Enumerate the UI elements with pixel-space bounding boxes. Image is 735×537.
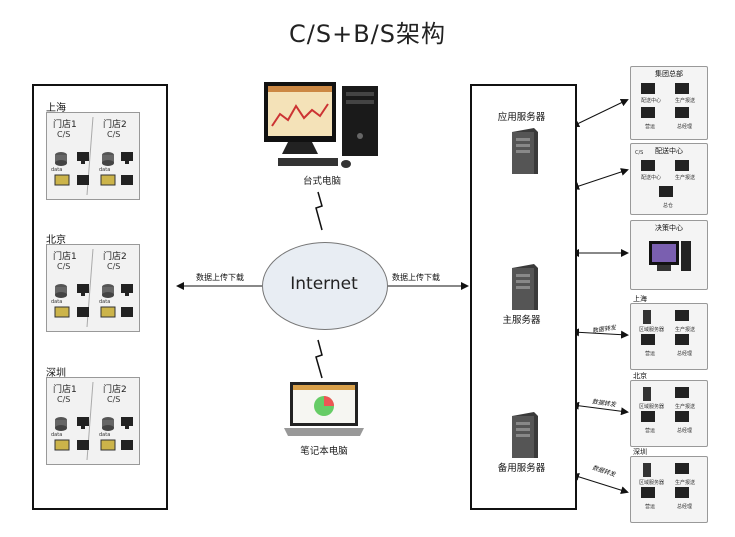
- decision-box: 决策中心: [630, 220, 708, 290]
- region-item: 营运: [645, 428, 656, 434]
- region-item: 区域服务器: [639, 404, 665, 410]
- hq-arrow: [571, 98, 629, 128]
- internet-label: Internet: [290, 274, 358, 294]
- region-item: 营运: [645, 351, 656, 357]
- shanghai-region-devices-icon: [641, 310, 689, 345]
- distribution-item: 配送中心: [641, 175, 662, 181]
- store-group-beijing: 门店1 C/S 门店2 C/S data data: [46, 244, 140, 332]
- data-tag: data: [51, 167, 63, 173]
- store-cs: C/S: [57, 395, 71, 404]
- store-label: 门店2: [103, 385, 127, 395]
- store-cs: C/S: [107, 262, 121, 271]
- city-label-shenzhen: 深圳: [46, 368, 66, 379]
- desktop-computer-icon: [264, 82, 378, 168]
- distribution-title: 配送中心: [655, 147, 683, 155]
- transfer-left-label: 数据上传下载: [196, 273, 244, 282]
- store-devices-icon: [54, 152, 133, 186]
- hq-box: 集团总部 配送中心 生产报送 营运 总经理: [630, 66, 708, 140]
- data-tag: data: [99, 299, 111, 305]
- data-tag: data: [99, 167, 111, 173]
- store-label: 门店2: [103, 252, 127, 262]
- store-devices-icon: [54, 284, 133, 318]
- region-item: 生产报送: [675, 480, 696, 486]
- hq-item: 总经理: [677, 124, 693, 130]
- distribution-cs: C/S: [635, 150, 644, 156]
- desktop-label: 台式电脑: [302, 176, 341, 187]
- hq-devices-icon: [641, 83, 689, 118]
- hq-item: 营运: [645, 124, 656, 130]
- distribution-devices-icon: [641, 160, 689, 197]
- hq-item: 生产报送: [675, 98, 696, 104]
- distribution-box: 配送中心 C/S 配送中心 生产报送 总仓: [630, 143, 708, 215]
- shanghai-region-box: 上海 区域服务器 生产报送 营运 总经理: [630, 295, 708, 370]
- beijing-region-devices-icon: [641, 387, 689, 422]
- app-server-label: 应用服务器: [497, 112, 546, 123]
- city-label-shanghai: 上海: [46, 103, 66, 114]
- region-item: 生产报送: [675, 327, 696, 333]
- store-cs: C/S: [57, 262, 71, 271]
- city-label-beijing: 北京: [46, 235, 66, 246]
- decision-computer-icon: [649, 241, 691, 271]
- store-label: 门店2: [103, 120, 127, 130]
- internet-cloud: [262, 242, 388, 330]
- shenzhen-region-title: 深圳: [633, 448, 647, 456]
- store-label: 门店1: [53, 385, 77, 395]
- store-label: 门店1: [53, 120, 77, 130]
- region-item: 总经理: [677, 504, 693, 510]
- sh-arrow: [571, 328, 629, 339]
- laptop-label: 笔记本电脑: [300, 446, 348, 457]
- bj-arrow: [571, 401, 629, 416]
- laptop-icon: [284, 382, 364, 436]
- shenzhen-region-box: 深圳 区域服务器 生产报送 营运 总经理: [630, 448, 708, 523]
- store-group-shanghai: 门店1 C/S 门店2 C/S data data: [46, 112, 140, 200]
- region-item: 区域服务器: [639, 480, 665, 486]
- region-item: 总经理: [677, 428, 693, 434]
- store-cs: C/S: [57, 130, 71, 139]
- store-cs: C/S: [107, 395, 121, 404]
- main-server-label: 主服务器: [502, 315, 541, 326]
- beijing-region-box: 北京 区域服务器 生产报送 营运 总经理: [630, 372, 708, 447]
- desktop-lightning: [315, 191, 323, 231]
- hq-item: 配送中心: [641, 98, 662, 104]
- diagram-title: C/S+B/S架构: [289, 20, 446, 48]
- dist-arrow: [571, 168, 629, 190]
- region-item: 总经理: [677, 351, 693, 357]
- laptop-lightning: [315, 339, 323, 379]
- distribution-item: 生产报送: [675, 175, 696, 181]
- data-tag: data: [51, 432, 63, 438]
- region-item: 生产报送: [675, 404, 696, 410]
- distribution-item: 总仓: [663, 203, 674, 209]
- shenzhen-region-devices-icon: [641, 463, 689, 498]
- shanghai-region-title: 上海: [633, 295, 647, 303]
- region-item: 营运: [645, 504, 656, 510]
- store-devices-icon: [54, 417, 133, 451]
- sz-arrow: [571, 472, 629, 495]
- data-tag: data: [51, 299, 63, 305]
- decision-title: 决策中心: [655, 224, 683, 232]
- app-server-icon: [512, 128, 538, 174]
- hq-title: 集团总部: [655, 70, 683, 78]
- data-tag: data: [99, 432, 111, 438]
- store-group-shenzhen: 门店1 C/S 门店2 C/S data data: [46, 377, 140, 465]
- backup-server-icon: [512, 412, 538, 458]
- beijing-region-title: 北京: [633, 372, 647, 380]
- main-server-icon: [512, 264, 538, 310]
- store-label: 门店1: [53, 252, 77, 262]
- transfer-right-label: 数据上传下载: [392, 273, 440, 282]
- region-item: 区域服务器: [639, 327, 665, 333]
- backup-server-label: 备用服务器: [497, 463, 546, 474]
- store-cs: C/S: [107, 130, 121, 139]
